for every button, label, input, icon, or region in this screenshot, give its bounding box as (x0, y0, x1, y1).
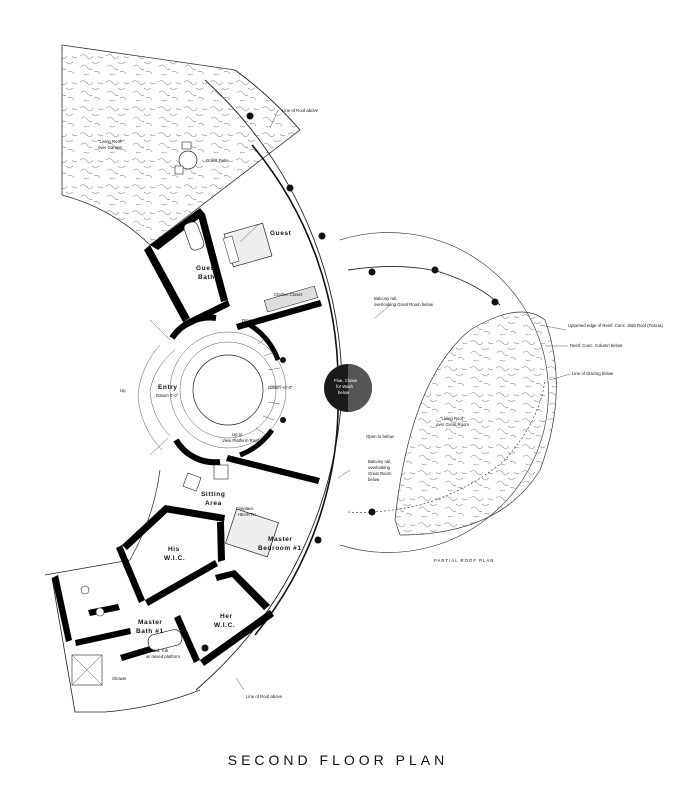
note-flue-1: Flue, Chase (334, 378, 358, 383)
label-sitting-2: Area (205, 500, 222, 507)
label-guest-bath-2: Bath (198, 274, 215, 281)
note-hearth-2: HEARTH (238, 512, 256, 517)
furniture (71, 141, 319, 686)
label-sitting-1: Sitting (201, 491, 225, 498)
label-master-bed-2: Bedroom #1 (258, 545, 302, 552)
label-master-bed-1: Master (268, 536, 293, 543)
note-balcony-bottom-1: Balcony rail, (368, 459, 391, 464)
note-upturned-edge: Upturned edge of Reinf. Conc. Slab Roof … (568, 323, 663, 328)
central-stair (137, 319, 287, 456)
walls (52, 208, 322, 666)
leader-lines (235, 109, 571, 691)
note-datum-top: Datum +0'-0" (268, 385, 293, 390)
label-master-bath-2: Bath #1 (136, 628, 164, 635)
note-up-view-1: Up to (232, 432, 243, 437)
room-labels: Guest Guest Bath Entry Sitting Area His … (136, 230, 302, 635)
note-balcony-bottom-3: Great Room (368, 471, 392, 476)
note-line-glazing: Line of Glazing below (572, 371, 614, 376)
note-living-roof-garage-1: "Living Roof" (98, 139, 123, 144)
note-clothes-closet: Clothes Closet (274, 292, 303, 297)
note-balcony-top-1: Balcony rail, (374, 296, 397, 301)
partial-roof-plan (339, 232, 557, 553)
label-master-bath-1: Master (138, 619, 163, 626)
note-dresser: Dresser (242, 318, 258, 323)
label-entry: Entry (158, 384, 178, 391)
plan-title: SECOND FLOOR PLAN (227, 752, 449, 768)
note-shower: Shower (112, 676, 127, 681)
note-open-below: Open to below (366, 434, 395, 439)
note-flue-3: below (338, 390, 350, 395)
note-guest-patio: Guest Patio (206, 158, 229, 163)
note-partial-roof-plan: PARTIAL ROOF PLAN (434, 558, 494, 563)
note-tub-2: w/ raised platform (146, 654, 180, 659)
note-living-roof-garage-2: over Garage (98, 145, 122, 150)
note-balcony-top-2: overlooking Great Room below (374, 302, 434, 307)
label-her-wic-1: Her (220, 613, 233, 620)
note-hearth: Fireplace (236, 506, 254, 511)
note-balcony-bottom-4: below (368, 477, 380, 482)
label-his-wic-2: W.I.C. (164, 555, 185, 562)
note-datum-entry: Datum 0'-0" (156, 393, 179, 398)
flue-chase (324, 364, 372, 412)
note-up-entry: Up (120, 388, 126, 393)
note-balcony-bottom-2: overlooking (368, 465, 391, 470)
columns (201, 112, 499, 652)
note-line-roof-bottom: Line of Roof above (246, 694, 283, 699)
note-tub: Soak Tub (150, 648, 169, 653)
note-flue-2: for Wash (336, 384, 354, 389)
living-roof-garage (61, 44, 301, 246)
label-guest-bath-1: Guest (196, 265, 218, 272)
notes: Line of Roof above "Living Roof" over Ga… (98, 108, 663, 699)
note-reinf-column: Reinf. Conc. Column below (570, 343, 623, 348)
note-living-roof-great-2: over Great Room (436, 422, 469, 427)
outer-facade (195, 79, 343, 691)
note-line-roof-top: Line of Roof above (282, 108, 319, 113)
label-her-wic-2: W.I.C. (214, 622, 235, 629)
label-guest: Guest (270, 230, 292, 237)
label-his-wic-1: His (168, 546, 180, 553)
note-up-view-2: View Platform Roof (222, 438, 260, 443)
note-living-roof-great-1: "Living Roof" (440, 416, 465, 421)
master-suite-outline (44, 469, 201, 713)
